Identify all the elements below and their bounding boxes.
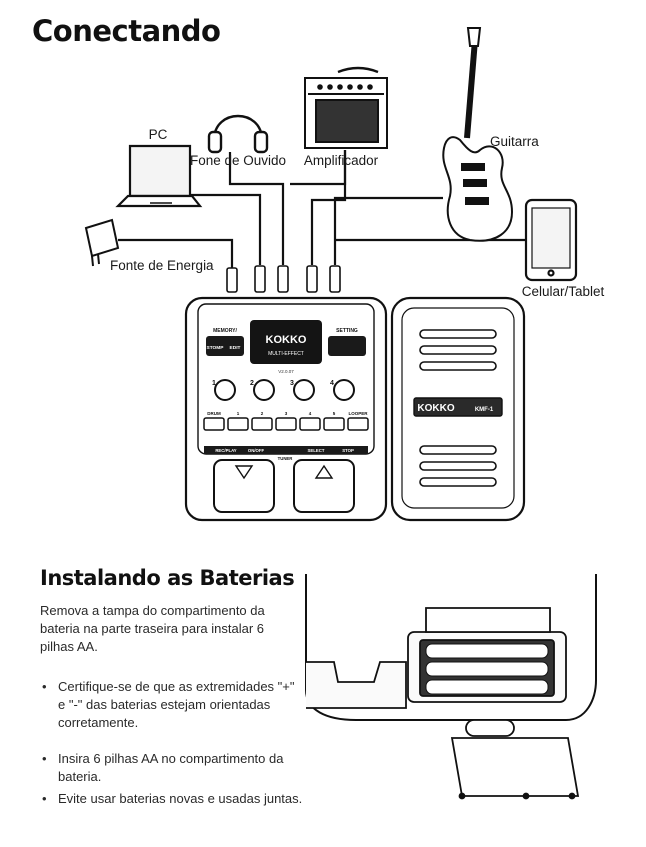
pedal-model: KMF-1 xyxy=(475,407,494,413)
pedal-brand: KOKKO xyxy=(417,403,454,414)
bullet-item: Evite usar baterias novas e usadas junta… xyxy=(42,790,328,808)
phone-label: Celular/Tablet xyxy=(522,284,605,299)
edit-label: EDIT xyxy=(230,345,241,351)
phone-icon xyxy=(524,198,578,282)
switch-label-4: 4 xyxy=(309,411,312,416)
bullet-item: Insira 6 pilhas AA no compartimento da b… xyxy=(42,750,328,786)
stomp-label: STOMP xyxy=(207,345,225,351)
screen-subtitle: MULTI-EFFECT xyxy=(268,351,304,357)
knob-number-1: 1 xyxy=(212,380,216,387)
headphone-cable xyxy=(228,152,285,265)
plugs xyxy=(226,265,341,293)
battery-compartment-illustration xyxy=(305,574,597,800)
intro-line: Remova a tampa do compartimento da xyxy=(40,603,265,618)
amp-cable-right xyxy=(310,150,347,265)
intro-line: pilhas AA. xyxy=(40,639,98,654)
switch-label-looper: LOOPER xyxy=(348,411,368,416)
select-label: SELECT xyxy=(308,448,325,453)
battery-intro: Remova a tampa do compartimento da bater… xyxy=(40,602,310,656)
device-version: V2.0.07 xyxy=(278,369,294,374)
switch-label-drum: DRUM xyxy=(207,411,221,416)
screen-brand: KOKKO xyxy=(266,334,307,346)
headphones-label: Fone de Ouvido xyxy=(190,153,286,168)
guitar-label: Guitarra xyxy=(490,134,539,149)
section-title-connecting: Conectando xyxy=(32,14,221,48)
headphones-icon xyxy=(207,114,269,154)
laptop-icon xyxy=(115,144,203,208)
on-off-label: ON/OFF xyxy=(248,448,265,453)
amplifier-label: Amplificador xyxy=(304,153,379,168)
tuner-label: TUNER xyxy=(278,456,294,461)
multi-effect-device xyxy=(184,296,388,522)
knob-number-4: 4 xyxy=(330,380,334,387)
pc-label: PC xyxy=(149,127,168,142)
guitar-icon xyxy=(442,27,514,242)
connection-diagram: PC Fone de Ouvido Amplificador Guitarra … xyxy=(84,27,605,522)
stop-label: STOP xyxy=(342,448,354,453)
switch-label-3: 3 xyxy=(285,411,288,416)
section-title-batteries: Instalando as Baterias xyxy=(40,566,295,590)
knob-number-2: 2 xyxy=(250,380,254,387)
power-supply-icon xyxy=(84,218,120,267)
rec-play-label: REC/PLAY xyxy=(215,448,236,453)
switch-label-1: 1 xyxy=(237,411,240,416)
memory-label: MEMORY/ xyxy=(213,328,237,334)
power-label: Fonte de Energia xyxy=(110,258,214,273)
device-screen xyxy=(250,320,322,364)
switch-label-5: 5 xyxy=(333,411,336,416)
intro-line: bateria na parte traseira para instalar … xyxy=(40,621,265,636)
guitar-cable xyxy=(333,196,443,265)
switch-label-2: 2 xyxy=(261,411,264,416)
setting-label: SETTING xyxy=(336,328,358,334)
amplifier-icon xyxy=(304,66,388,149)
battery-bullets: Certifique-se de que as extremidades "+"… xyxy=(42,678,332,818)
bullet-item: Certifique-se de que as extremidades "+"… xyxy=(42,678,328,732)
knob-number-3: 3 xyxy=(290,380,294,387)
expression-pedal xyxy=(390,296,526,522)
